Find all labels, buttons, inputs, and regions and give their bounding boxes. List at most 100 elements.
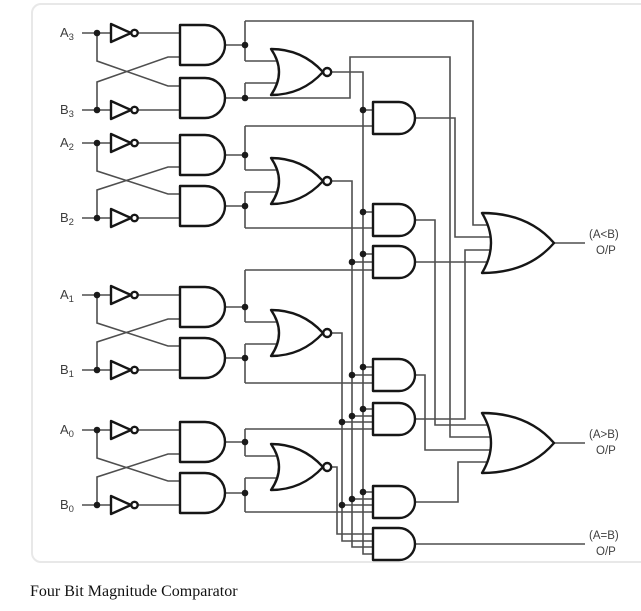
output-label-a-gt-b: (A>B)	[589, 429, 619, 441]
input-label-a2: A2	[60, 135, 74, 153]
wire-bit3-gt-route	[245, 56, 494, 438]
not-gate-b0	[109, 494, 133, 516]
junction-dot	[93, 106, 101, 114]
wire-bus-x1	[331, 332, 373, 542]
junction-dot	[359, 250, 367, 258]
or-gate-a-lt-b	[480, 211, 556, 275]
input-label-a1: A1	[60, 287, 74, 305]
junction-dot	[359, 106, 367, 114]
not-gate-b3	[109, 99, 133, 121]
nor-bubble-bit1	[322, 327, 333, 339]
output-op-a-lt-b: O/P	[596, 245, 616, 257]
not-bubble-a0	[130, 425, 139, 435]
labels: A3 B3 A2 B2 A1 B1 A0 B0 (A<B) O/P (A>B) …	[30, 25, 619, 600]
gates	[109, 22, 556, 562]
nor-bubble-bit3	[322, 66, 333, 78]
wires	[82, 20, 585, 555]
and-gate-lt-bit0	[371, 401, 417, 437]
not-bubble-a3	[130, 28, 139, 38]
and-gate-bit0-lt	[178, 420, 227, 464]
and-gate-lt-bit2	[371, 100, 417, 136]
output-or-gates	[480, 211, 556, 475]
junction-dot	[241, 438, 249, 446]
junction-dot	[93, 366, 101, 374]
junction-dot	[93, 139, 101, 147]
and-gate-bit2-lt	[178, 133, 227, 177]
nor-gate-bit3	[269, 47, 325, 97]
output-op-a-gt-b: O/P	[596, 445, 616, 457]
junction-dot	[241, 202, 249, 210]
junction-dot	[93, 29, 101, 37]
not-bubble-b2	[130, 213, 139, 223]
equality-nor-gates	[269, 47, 333, 492]
input-label-b3: B3	[60, 102, 74, 120]
junction-dot	[241, 151, 249, 159]
not-gate-a0	[109, 419, 133, 441]
junction-dot	[241, 489, 249, 497]
wire-or-output-lines	[554, 242, 585, 444]
junction-dot	[93, 426, 101, 434]
and-gate-lt-bit1	[371, 244, 417, 280]
junction-dot	[359, 363, 367, 371]
not-gate-b1	[109, 359, 133, 381]
and-gate-gt-bit0	[371, 484, 417, 520]
and-gate-bit3-lt	[178, 23, 227, 67]
not-bubble-b0	[130, 500, 139, 510]
junction-dot	[93, 214, 101, 222]
junction-dot	[348, 258, 356, 266]
wire-middle-and-jogs	[245, 125, 373, 513]
not-bubble-a2	[130, 138, 139, 148]
not-bubble-b1	[130, 365, 139, 375]
wire-bus-x0	[331, 466, 373, 535]
input-label-a3: A3	[60, 25, 74, 43]
nor-bubble-bit0	[322, 461, 333, 473]
nor-bubble-bit2	[322, 175, 333, 187]
input-label-b1: B1	[60, 362, 74, 380]
junction-dots	[93, 29, 367, 509]
input-label-b0: B0	[60, 497, 74, 515]
wire-bus-x3	[331, 71, 373, 555]
not-gate-a3	[109, 22, 133, 44]
junction-dot	[241, 94, 249, 102]
nor-gate-bit0	[269, 442, 325, 492]
not-bubble-a1	[130, 290, 139, 300]
not-gate-a1	[109, 284, 133, 306]
output-label-a-eq-b: (A=B)	[589, 530, 619, 542]
wire-bus-x2	[331, 180, 373, 548]
bit-and-gates	[178, 23, 227, 515]
and-gate-eq	[371, 526, 417, 562]
nor-gate-bit1	[269, 308, 325, 358]
junction-dot	[348, 495, 356, 503]
junction-dot	[241, 303, 249, 311]
junction-dot	[348, 412, 356, 420]
junction-dot	[338, 418, 346, 426]
not-gates	[109, 22, 139, 516]
and-gate-bit3-gt	[178, 76, 227, 120]
not-bubble-b3	[130, 105, 139, 115]
wire-top-rail-lt	[245, 20, 494, 226]
figure-frame	[31, 3, 641, 563]
wire-and-outputs	[225, 44, 245, 494]
wire-cross-lines	[96, 33, 180, 505]
junction-dot	[93, 501, 101, 509]
input-label-b2: B2	[60, 210, 74, 228]
junction-dot	[359, 488, 367, 496]
and-gate-bit1-lt	[178, 285, 227, 329]
or-gate-a-gt-b	[480, 411, 556, 475]
output-op-a-eq-b: O/P	[596, 546, 616, 558]
junction-dot	[93, 291, 101, 299]
junction-dot	[338, 501, 346, 509]
and-gate-bit1-gt	[178, 336, 227, 380]
junction-dot	[241, 41, 249, 49]
and-gate-bit0-gt	[178, 471, 227, 515]
and-gate-gt-bit2	[371, 202, 417, 238]
cascade-and-gates	[371, 100, 417, 562]
and-gate-gt-bit1	[371, 357, 417, 393]
and-gate-bit2-gt	[178, 184, 227, 228]
figure-caption: Four Bit Magnitude Comparator	[30, 583, 238, 600]
junction-dot	[348, 371, 356, 379]
junction-dot	[359, 405, 367, 413]
junction-dot	[241, 354, 249, 362]
